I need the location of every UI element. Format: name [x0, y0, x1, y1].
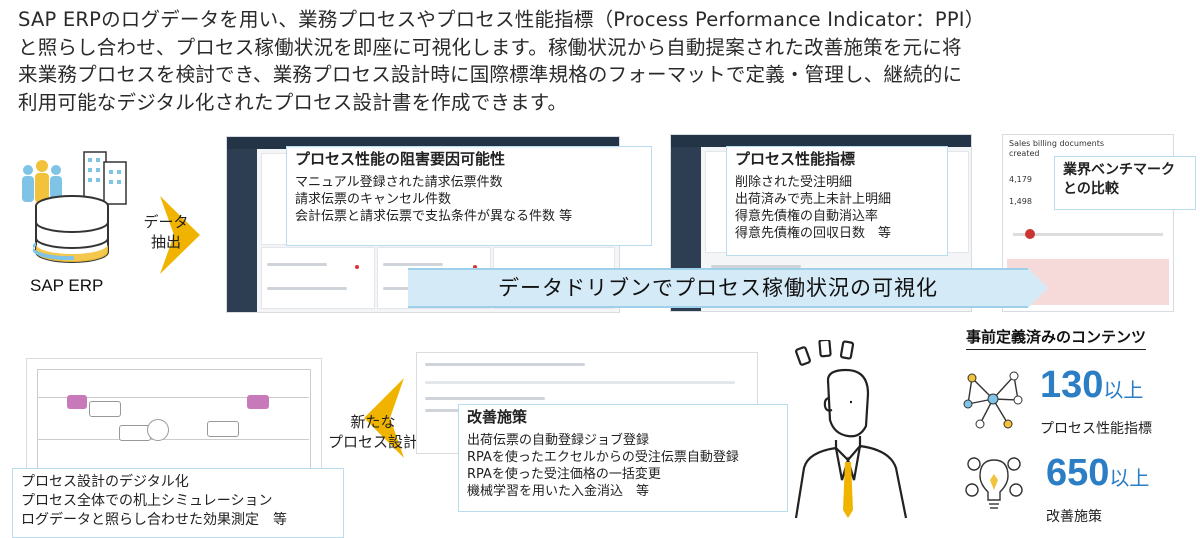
callout-item: 機械学習を用いた入金消込 等: [467, 484, 650, 499]
callout-title: プロセス性能指標: [735, 150, 856, 168]
contents-title: 事前定義済みのコンテンツ: [966, 326, 1147, 350]
benchmark-callout: 業界ベンチマークとの比較: [1054, 156, 1196, 210]
improvement-callout: 改善施策 出荷伝票の自動登録ジョブ登録 RPAを使ったエクセルからの受注伝票自動…: [458, 404, 788, 512]
extract-label: データ抽出: [143, 213, 189, 251]
banner-text: データドリブンでプロセス稼働状況の可視化: [498, 276, 938, 300]
sap-erp-label: SAP ERP: [30, 276, 104, 295]
callout-item: 請求伝票のキャンセル件数: [295, 192, 452, 207]
banner-arrow-icon: [1028, 268, 1048, 308]
callout-item: 削除された受注明細: [735, 175, 853, 190]
extract-arrow-icon: [160, 196, 200, 278]
intro-paragraph: SAP ERPのログデータを用い、業務プロセスやプロセス性能指標（Process…: [18, 6, 1188, 116]
benchmark-header: Sales billing documents: [1009, 139, 1105, 148]
callout-item: 会計伝票と請求伝票で支払条件が異なる件数 等: [295, 209, 573, 224]
intro-line: SAP ERPのログデータを用い、業務プロセスやプロセス性能指標（Process…: [18, 8, 985, 31]
benchmark-stat: 1,498: [1009, 197, 1032, 206]
indicator-count-label: プロセス性能指標: [1040, 421, 1152, 437]
callout-item: 得意先債権の自動消込率: [735, 209, 879, 224]
sap-erp-icon: [14, 148, 132, 278]
person-thinking-icon: [790, 338, 920, 524]
callout-item: RPAを使ったエクセルからの受注伝票自動登録: [467, 450, 739, 465]
benchmark-stat: 4,179: [1009, 175, 1032, 184]
intro-line: と照らし合わせ、プロセス稼働状況を即座に可視化します。稼働状況から自動提案された…: [18, 35, 962, 59]
indicator-count: 130以上: [1040, 364, 1144, 406]
callout-item: マニュアル登録された請求伝票件数: [295, 175, 503, 190]
idea-bulb-icon: [964, 450, 1024, 518]
callout-title: 改善施策: [467, 408, 528, 426]
intro-line: 利用可能なデジタル化されたプロセス設計書を作成できます。: [18, 90, 568, 114]
performance-blocker-callout: プロセス性能の阻害要因可能性 マニュアル登録された請求伝票件数 請求伝票のキャン…: [286, 146, 652, 246]
benchmark-header: created: [1009, 149, 1040, 158]
new-design-label: 新たなプロセス設計: [327, 413, 418, 451]
performance-indicator-callout: プロセス性能指標 削除された受注明細 出荷済みで売上未計上明細 得意先債権の自動…: [726, 146, 948, 256]
callout-item: プロセス設計のデジタル化: [21, 474, 189, 490]
callout-item: ログデータと照らし合わせた効果測定 等: [21, 512, 287, 528]
callout-title: プロセス性能の阻害要因可能性: [295, 150, 506, 168]
new-design-arrow-icon: [364, 378, 404, 462]
improvement-count-label: 改善施策: [1046, 509, 1102, 525]
callout-item: プロセス全体での机上シミュレーション: [21, 493, 273, 509]
intro-line: 来業務プロセスを検討でき、業務プロセス設計時に国際標準規格のフォーマットで定義・…: [18, 63, 963, 86]
callout-item: 出荷伝票の自動登録ジョブ登録: [467, 433, 650, 448]
callout-item: 出荷済みで売上未計上明細: [735, 192, 892, 207]
visualization-banner: データドリブンでプロセス稼働状況の可視化: [408, 268, 1048, 308]
callout-item: RPAを使った受注価格の一括変更: [467, 467, 661, 482]
process-design-callout: プロセス設計のデジタル化 プロセス全体での机上シミュレーション ログデータと照ら…: [12, 468, 344, 538]
improvement-count: 650以上: [1046, 452, 1150, 494]
network-icon: [962, 368, 1024, 434]
callout-item: 得意先債権の回収日数 等: [735, 226, 892, 241]
